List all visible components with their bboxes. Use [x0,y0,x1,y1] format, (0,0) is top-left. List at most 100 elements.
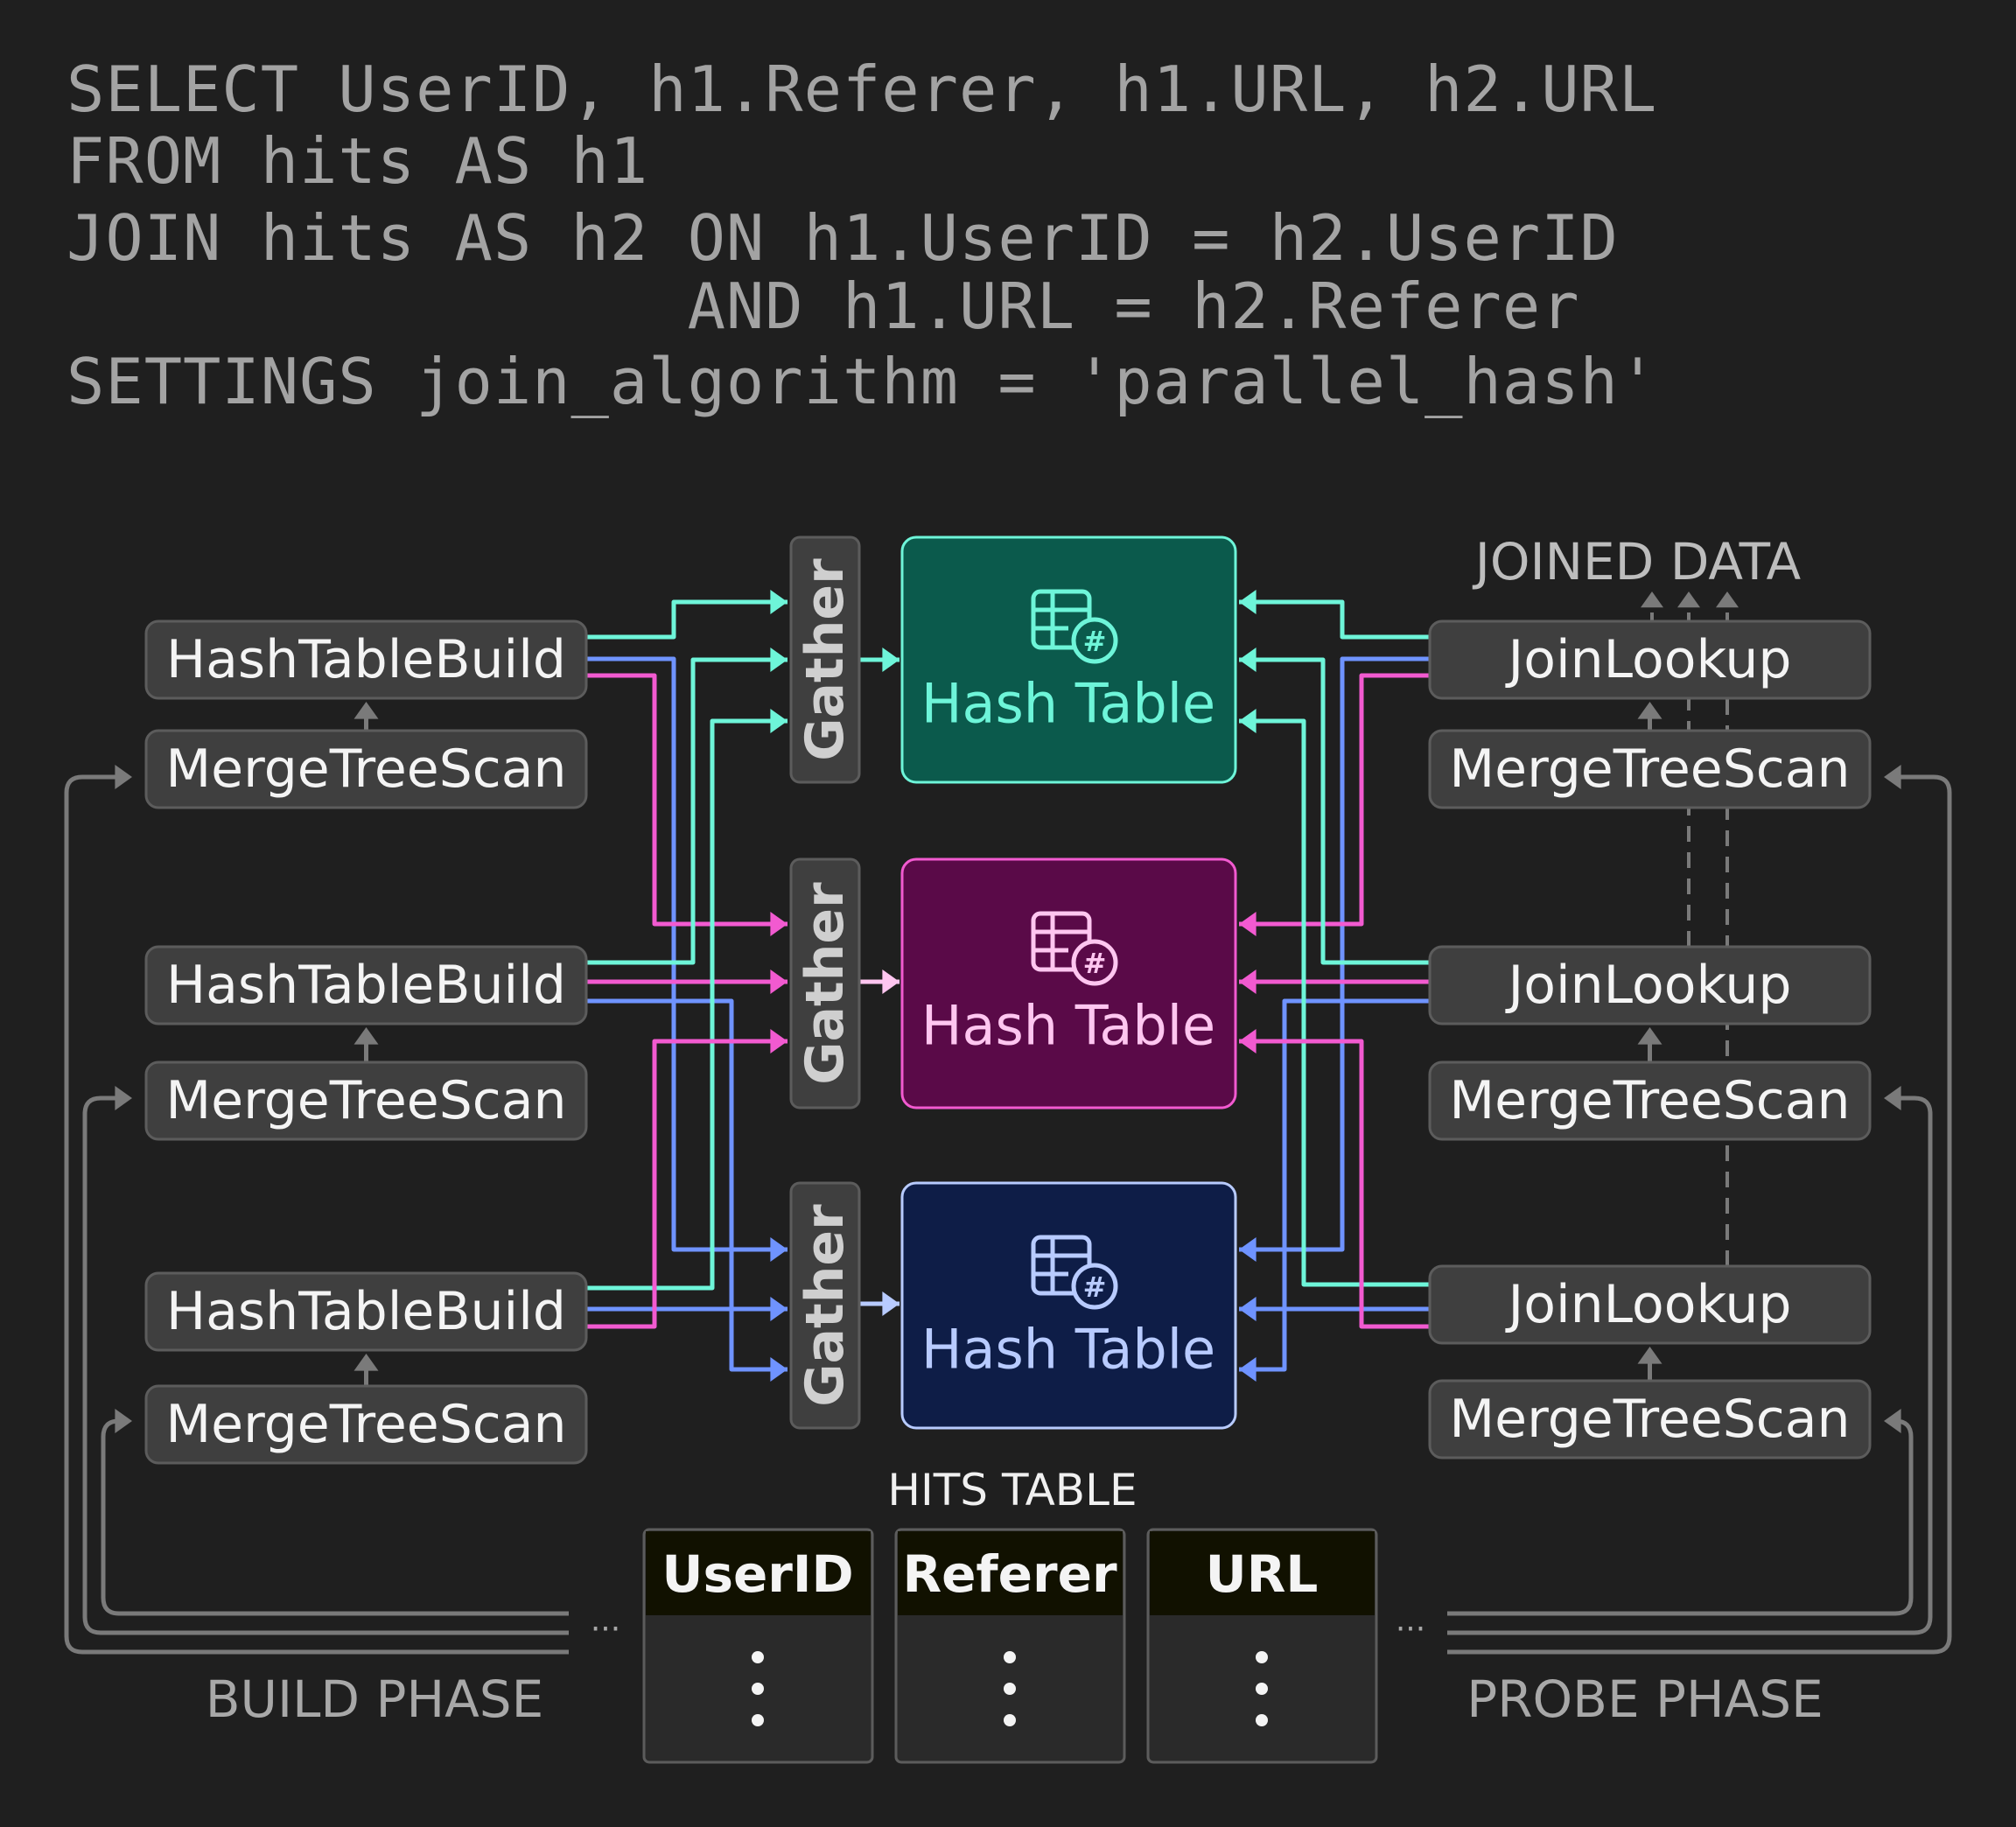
arrow-head [1884,1086,1901,1110]
probe-input-line [1447,1418,1914,1616]
sql-query: SELECT UserID, h1.Referer, h1.URL, h2.UR… [0,0,2016,455]
arrow-head [770,1297,788,1321]
arrow-head [770,648,788,672]
flow-build3-teal [586,718,788,1291]
probe-input-line [1447,774,1952,1655]
probe-merge-tree-scan-node-label: MergeTreeScan [1449,1070,1850,1131]
hits-column-header: Referer [902,1544,1117,1604]
sql-line: FROM hits AS h1 [66,124,649,198]
hits-column-header: URL [1206,1544,1319,1604]
sql-line: AND h1.URL = h2.Referer [66,270,1580,343]
arrow-head [1637,702,1662,719]
join-lookup-node [1428,620,1872,700]
hits-column-header-bg [646,1531,871,1615]
arrow-head [354,1027,379,1045]
arrow-head [882,1292,900,1316]
gather-node [789,858,861,1110]
flow-build2-blue [586,998,788,1372]
flow-build1-teal [586,599,788,640]
gather-label: Gather [794,1204,856,1407]
arrow-head [115,1086,132,1110]
hash-table-node [900,858,1237,1110]
hits-column-dot [1004,1714,1016,1726]
hash-icon [1071,617,1118,664]
arrow-head [1677,592,1700,608]
build-merge-tree-scan-node-label: MergeTreeScan [165,738,566,800]
arrow-head [1239,970,1256,994]
hits-column-dot [1004,1683,1016,1695]
hash-table-label: Hash Table [921,1318,1215,1382]
arrow-head [1637,1347,1662,1364]
hash-table-node [900,536,1237,784]
hash-table-label: Hash Table [921,672,1215,736]
arrow-head [1239,648,1256,672]
flow-lookup2-blue [1239,998,1430,1372]
hits-column-dot [1256,1651,1268,1663]
hits-column-dot [1004,1651,1016,1663]
arrow-head [770,709,788,733]
arrow-head [882,648,900,672]
build-merge-tree-scan-node [144,729,588,809]
arrow-head [1637,1027,1662,1045]
flow-build3-pink [586,1039,788,1329]
join-lookup-node [1428,945,1872,1026]
arrow-head [770,1357,788,1382]
flow-lookup3-pink [1239,1039,1430,1329]
probe-phase-label: PROBE PHASE [1466,1670,1824,1729]
arrow-head [770,970,788,994]
arrow-head [770,912,788,936]
arrow-head [1239,1237,1256,1262]
flow-lookup1-teal [1239,599,1430,640]
gather-label: Gather [794,882,856,1085]
hash-table-node [900,1181,1237,1430]
build-input-line [101,1418,569,1616]
arrow-head [1884,1409,1901,1433]
hits-column-header-bg [898,1531,1123,1615]
build-merge-tree-scan-node [144,1384,588,1465]
flow-build1-pink [586,673,788,927]
sql-line: SETTINGS join_algorithm = 'parallel_hash… [66,345,1658,418]
arrow-head [115,1409,132,1433]
flow-build1-blue [586,656,788,1252]
hash-icon-symbol: # [1083,947,1107,980]
arrow-head [1716,592,1739,608]
arrow-head [1239,1297,1256,1321]
probe-merge-tree-scan-node-label: MergeTreeScan [1449,1389,1850,1450]
hash-icon [1071,1263,1118,1310]
join-lookup-node-label: JoinLookup [1505,629,1792,690]
arrow-head [354,702,379,719]
probe-input-line [1447,1096,1933,1635]
arrow-head [1239,590,1256,614]
flow-lookup1-blue [1239,656,1430,1252]
probe-merge-tree-scan-node [1428,1379,1872,1460]
gather-label: Gather [794,558,856,761]
build-input-line [64,774,569,1655]
flow-lookup1-pink [1239,673,1430,927]
hash-icon-symbol: # [1083,625,1107,658]
sql-line: JOIN hits AS h2 ON h1.UserID = h2.UserID [66,201,1619,275]
join-lookup-node-label: JoinLookup [1505,1274,1792,1335]
nodes: HashTableBuildMergeTreeScanHashTableBuil… [144,536,1872,1764]
hits-column-dot [752,1683,764,1695]
build-input-line [82,1096,569,1635]
arrow-head [770,1029,788,1054]
arrow-head [1239,709,1256,733]
hash-table-build-node-label: HashTableBuild [166,629,566,690]
build-merge-tree-scan-node [144,1060,588,1141]
hits-column-dot [752,1651,764,1663]
flow-lookup2-teal [1239,657,1430,965]
gather-node [789,536,861,784]
hash-icon-symbol: # [1083,1270,1107,1304]
probe-merge-tree-scan-node [1428,1060,1872,1141]
build-merge-tree-scan-node-label: MergeTreeScan [165,1070,566,1131]
arrow-head [882,970,900,994]
gather-node [789,1181,861,1430]
ellipsis-left: ··· [591,1612,620,1648]
probe-merge-tree-scan-node [1428,729,1872,809]
join-lookup-node [1428,1264,1872,1345]
hash-table-build-node [144,945,588,1026]
sql-line: SELECT UserID, h1.Referer, h1.URL, h2.UR… [66,52,1658,126]
flow-build2-teal [586,657,788,965]
